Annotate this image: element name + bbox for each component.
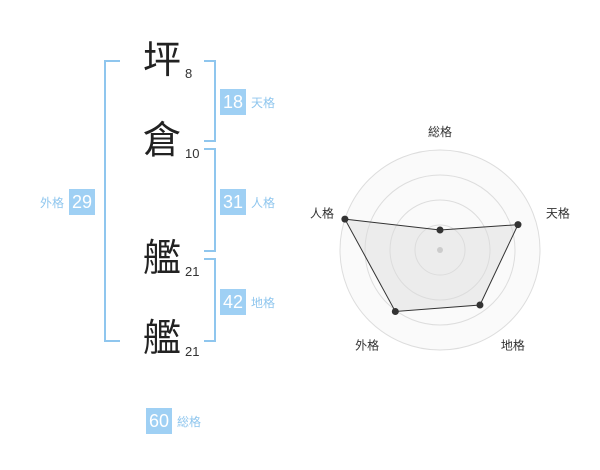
chikaku-value: 42 bbox=[220, 289, 247, 315]
name-char-4: 艦 bbox=[142, 316, 181, 360]
jinkaku-bracket bbox=[204, 148, 216, 252]
tenkaku-value: 18 bbox=[220, 89, 247, 115]
stroke-count-4: 21 bbox=[185, 344, 200, 359]
name-char-1: 坪 bbox=[142, 38, 181, 82]
soukaku-score: 60 総格 bbox=[146, 408, 201, 434]
radar-point bbox=[476, 301, 484, 309]
jinkaku-value: 31 bbox=[220, 189, 247, 215]
radar-axis-label: 外格 bbox=[355, 337, 379, 352]
radar-center-dot bbox=[437, 247, 443, 253]
chikaku-score: 42 地格 bbox=[220, 289, 275, 315]
radar-ring bbox=[364, 174, 516, 326]
tenkaku-score: 18 天格 bbox=[220, 89, 275, 115]
name-char-2: 倉 bbox=[142, 118, 181, 162]
chikaku-label: 地格 bbox=[251, 295, 276, 310]
jinkaku-label: 人格 bbox=[251, 195, 276, 210]
jinkaku-score: 31 人格 bbox=[220, 189, 275, 215]
radar-ring bbox=[414, 224, 466, 276]
stroke-count-1: 8 bbox=[185, 66, 193, 81]
radar-point bbox=[436, 226, 444, 234]
tenkaku-bracket bbox=[204, 60, 216, 142]
radar-point bbox=[514, 221, 522, 229]
soukaku-label: 総格 bbox=[177, 414, 202, 429]
radar-ring bbox=[389, 199, 491, 301]
stroke-count-2: 10 bbox=[185, 146, 200, 161]
chikaku-bracket bbox=[204, 258, 216, 342]
gaikaku-bracket bbox=[104, 60, 120, 342]
stroke-count-3: 21 bbox=[185, 264, 200, 279]
gaikaku-score: 外格 29 bbox=[40, 189, 96, 215]
gaikaku-value: 29 bbox=[69, 189, 96, 215]
radar-axis-label: 人格 bbox=[310, 206, 334, 221]
soukaku-value: 60 bbox=[146, 408, 173, 434]
radar-axis-label: 天格 bbox=[546, 206, 570, 221]
gaikaku-label: 外格 bbox=[40, 195, 65, 210]
radar-axis-label: 地格 bbox=[501, 337, 525, 352]
name-char-3: 艦 bbox=[142, 236, 181, 280]
tenkaku-label: 天格 bbox=[251, 95, 276, 110]
radar-area bbox=[343, 218, 519, 313]
radar-axis-label: 総格 bbox=[428, 124, 452, 139]
radar-ring bbox=[339, 149, 541, 351]
radar-point bbox=[341, 215, 349, 223]
radar-point bbox=[391, 307, 399, 315]
